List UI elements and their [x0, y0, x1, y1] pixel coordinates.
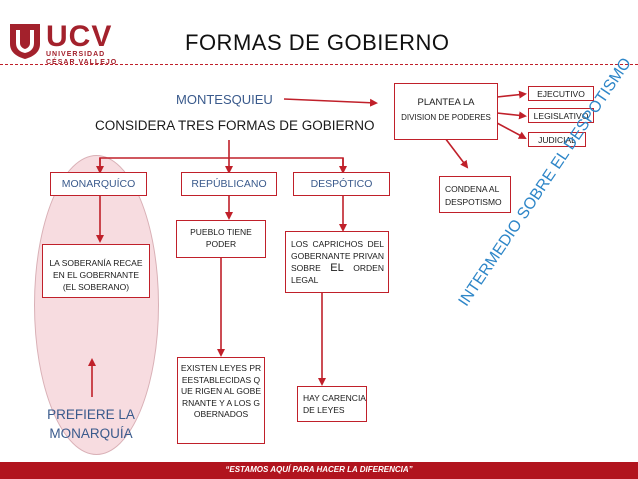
- prefiere-line2: MONARQUÍA: [49, 426, 133, 441]
- monarquia-oval: [34, 155, 159, 455]
- condena-line1: CONDENA AL: [445, 184, 500, 194]
- logo-text: UCV: [46, 20, 113, 53]
- republicano-label: REPÚBLICANO: [191, 178, 267, 190]
- caprichos-box: LOS CAPRICHOS DEL GOBERNANTE PRIVAN SOBR…: [285, 231, 389, 293]
- legislativo-box: LEGISLATIVO: [528, 108, 594, 123]
- ucv-shield-icon: [10, 24, 40, 59]
- prefiere-line1: PREFIERE LA: [47, 407, 135, 422]
- plantea-line1: PLANTEA LA: [417, 97, 475, 108]
- caprichos-el: EL: [330, 262, 344, 274]
- plantea-box: PLANTEA LA DIVISION DE PODERES: [394, 83, 498, 140]
- footer-bar: [0, 462, 638, 479]
- arrow-plantea-judicial: [496, 122, 527, 139]
- pueblo-box: PUEBLO TIENE PODER: [176, 220, 266, 258]
- despotico-box: DESPÓTICO: [293, 172, 390, 196]
- caprichos-part2: ORDEN LEGAL: [291, 263, 384, 285]
- pueblo-line2: PODER: [205, 239, 237, 249]
- arrow-branch-connector: [99, 157, 344, 172]
- carencia-line1: HAY CARENCIA: [303, 393, 366, 403]
- ejecutivo-label: EJECUTIVO: [537, 89, 585, 99]
- pueblo-line1: PUEBLO TIENE: [190, 227, 252, 237]
- monarquico-label: MONARQUÍCO: [61, 178, 136, 190]
- republicano-box: REPÚBLICANO: [181, 172, 277, 196]
- condena-box: CONDENA AL DESPOTISMO: [439, 176, 511, 213]
- logo-subtitle-1: UNIVERSIDAD: [46, 51, 106, 58]
- considera-label: CONSIDERA TRES FORMAS DE GOBIERNO: [95, 118, 375, 133]
- page-title: FORMAS DE GOBIERNO: [185, 30, 450, 55]
- carencia-box: HAY CARENCIA DE LEYES: [297, 386, 367, 422]
- caprichos-text: LOS CAPRICHOS DEL GOBERNANTE PRIVAN SOBR…: [291, 238, 384, 286]
- soberania-text: LA SOBERANÍA RECAE EN EL GOBERNANTE (EL …: [49, 258, 143, 292]
- monarquico-box: MONARQUÍCO: [50, 172, 147, 196]
- judicial-label: JUDICIAL: [538, 135, 576, 145]
- despotico-label: DESPÓTICO: [310, 178, 373, 190]
- logo-subtitle-2: CÉSAR VALLEJO: [46, 59, 118, 66]
- footer-slogan: “ESTAMOS AQUÍ PARA HACER LA DIFERENCIA”: [225, 465, 413, 474]
- montesquieu-label: MONTESQUIEU: [176, 92, 273, 107]
- ucv-logo: UCV UNIVERSIDAD CÉSAR VALLEJO: [8, 20, 138, 66]
- ejecutivo-box: EJECUTIVO: [528, 86, 594, 101]
- soberania-box: LA SOBERANÍA RECAE EN EL GOBERNANTE (EL …: [42, 244, 150, 298]
- arrow-plantea-ejecutivo: [496, 90, 527, 99]
- arrow-montesquieu-plantea: [283, 98, 378, 107]
- header-divider: [0, 64, 638, 65]
- leyes-text: EXISTEN LEYES PREESTABLECIDAS QUE RIGEN …: [180, 363, 262, 419]
- caprichos-part1: LOS CAPRICHOS DEL GOBERNANTE PRIVAN SOBR…: [291, 239, 384, 273]
- plantea-line2: DIVISION DE PODERES: [401, 113, 491, 122]
- arrow-plantea-legislativo: [496, 111, 527, 120]
- judicial-box: JUDICIAL: [528, 132, 586, 147]
- arrow-plantea-condena: [444, 137, 469, 169]
- carencia-line2: DE LEYES: [303, 405, 345, 415]
- legislativo-label: LEGISLATIVO: [533, 111, 589, 121]
- condena-line2: DESPOTISMO: [445, 197, 502, 207]
- leyes-box: EXISTEN LEYES PREESTABLECIDAS QUE RIGEN …: [177, 357, 265, 444]
